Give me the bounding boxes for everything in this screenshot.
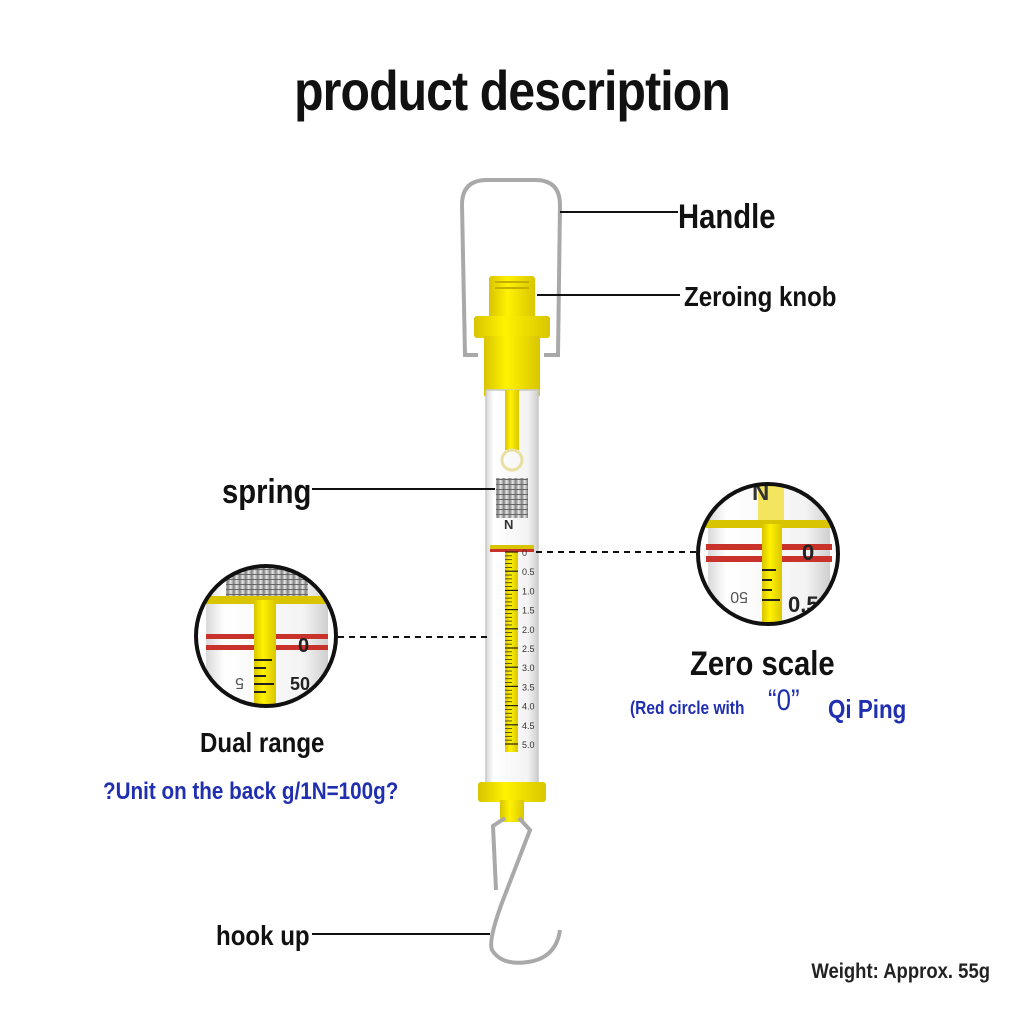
zero-scale-note-b: “0” bbox=[768, 684, 800, 717]
zeroing-knob-collar bbox=[474, 316, 550, 338]
scale-tick-label: 5.0 bbox=[522, 740, 535, 750]
zeroing-knob-top bbox=[489, 276, 535, 318]
unit-glyph: N bbox=[504, 517, 513, 532]
label-zero-scale: Zero scale bbox=[690, 645, 835, 683]
dual-range-note: ?Unit on the back g/1N=100g? bbox=[103, 778, 399, 805]
zoom-left-fifty: 50 bbox=[290, 674, 310, 694]
zoom-left-back: 5 bbox=[235, 674, 244, 691]
scale-tick-label: 1.0 bbox=[522, 586, 535, 596]
hook-wire bbox=[489, 816, 562, 965]
weight-note: Weight: Approx. 55g bbox=[811, 960, 990, 983]
label-zeroing-knob: Zeroing knob bbox=[684, 281, 837, 312]
scale-tick-label: 2.0 bbox=[522, 625, 535, 635]
scale-tick-label: 3.5 bbox=[522, 682, 535, 692]
dual-range-zoom: 0 50 5 bbox=[196, 566, 336, 706]
spring-coil bbox=[496, 478, 528, 518]
label-dual-range: Dual range bbox=[200, 727, 325, 758]
scale-tick-label: 4.5 bbox=[522, 721, 535, 731]
scale-tick-label: 4.0 bbox=[522, 702, 535, 712]
scale-tick-label: 2.5 bbox=[522, 644, 535, 654]
scale-ticks: 0 0.5 1.0 1.5 2.0 2.5 3.0 3.5 4.0 4.5 5.0 bbox=[505, 548, 535, 750]
bottom-cap bbox=[478, 782, 546, 802]
label-spring: spring bbox=[222, 473, 312, 511]
handle-wire bbox=[459, 178, 563, 357]
svg-text:N: N bbox=[752, 479, 769, 506]
zero-scale-zoom: N 0 0.5 50 bbox=[698, 479, 838, 624]
zoom-left-zero: 0 bbox=[298, 635, 309, 657]
scale-tick-label: 0 bbox=[522, 548, 527, 558]
page-title: product description bbox=[294, 59, 731, 122]
zoom-right-zero: 0 bbox=[802, 540, 814, 565]
zoom-right-back: 50 bbox=[730, 588, 748, 605]
scale-tick-label: 3.0 bbox=[522, 663, 535, 673]
zero-scale-note-c: Qi Ping bbox=[828, 694, 907, 724]
label-handle: Handle bbox=[678, 198, 776, 236]
scale-tick-label: 0.5 bbox=[522, 567, 535, 577]
scale-tick-label: 1.5 bbox=[522, 606, 535, 616]
zero-scale-note-a: (Red circle with bbox=[630, 698, 745, 718]
label-hook-up: hook up bbox=[216, 920, 310, 951]
